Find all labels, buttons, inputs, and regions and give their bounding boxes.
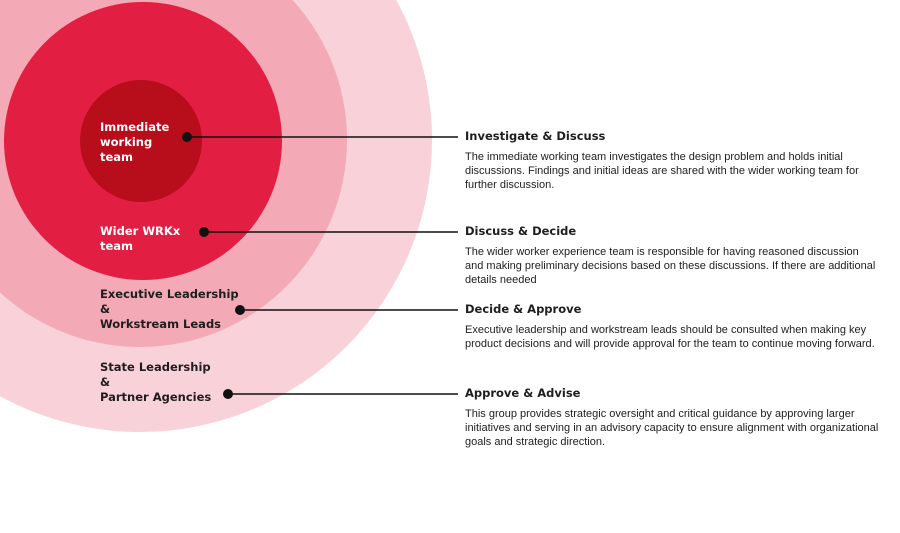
ring-label-line: & <box>100 375 111 389</box>
ring-label-line: team <box>100 239 134 253</box>
description-title: Approve & Advise <box>465 386 581 400</box>
description-text: Executive leadership and workstream lead… <box>465 324 875 350</box>
description-block-3: Decide & Approve Executive leadership an… <box>465 302 880 351</box>
description-text: This group provides strategic oversight … <box>465 408 879 448</box>
description-title: Decide & Approve <box>465 302 582 316</box>
ring-label-line: working <box>100 135 153 149</box>
connector-dot-3 <box>235 305 245 315</box>
ring-label-line: team <box>100 150 134 164</box>
description-title: Discuss & Decide <box>465 224 577 238</box>
ring-label-line: Partner Agencies <box>100 390 212 404</box>
description-block-1: Investigate & Discuss The immediate work… <box>465 129 880 192</box>
connector-dot-4 <box>223 389 233 399</box>
description-title: Investigate & Discuss <box>465 129 606 143</box>
ring-label-immediate-team: Immediate working team <box>100 120 169 165</box>
connector-dot-1 <box>182 132 192 142</box>
ring-label-wider-team: Wider WRKx team <box>100 224 180 254</box>
ring-label-line: Workstream Leads <box>100 317 222 331</box>
ring-label-state-leadership: State Leadership & Partner Agencies <box>100 360 211 405</box>
ring-label-line: Immediate <box>100 120 170 134</box>
description-block-2: Discuss & Decide The wider worker experi… <box>465 224 880 287</box>
description-text: The immediate working team investigates … <box>465 151 859 191</box>
ring-label-line: Wider WRKx <box>100 224 181 238</box>
core-circle <box>80 80 202 202</box>
connector-dot-2 <box>199 227 209 237</box>
ring-label-line: & <box>100 302 111 316</box>
ring-label-line: Executive Leadership <box>100 287 239 301</box>
description-text: The wider worker experience team is resp… <box>465 246 876 286</box>
description-block-4: Approve & Advise This group provides str… <box>465 386 880 449</box>
ring-label-line: State Leadership <box>100 360 211 374</box>
ring-label-executive-leadership: Executive Leadership & Workstream Leads <box>100 287 239 332</box>
